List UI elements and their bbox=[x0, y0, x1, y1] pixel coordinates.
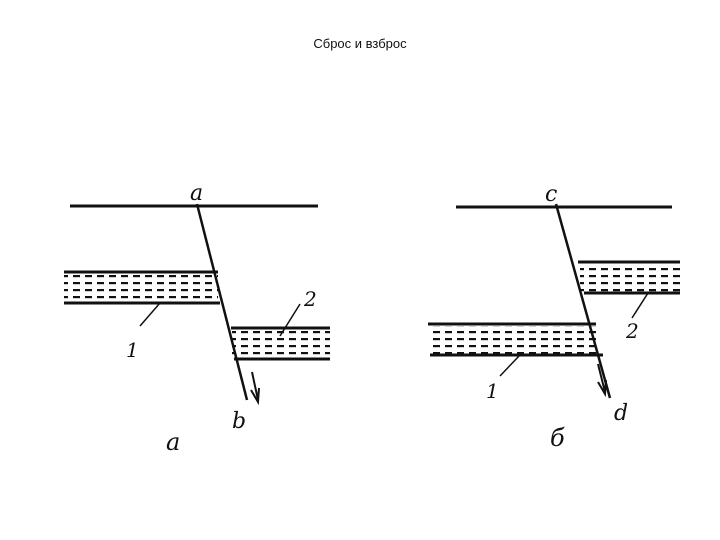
panel-b-layer-2-label: 2 bbox=[625, 319, 639, 343]
panel-a-bottom-label: b bbox=[232, 409, 246, 434]
panel-a-fault-plane bbox=[195, 203, 249, 401]
panel-b-top-label: c bbox=[545, 182, 557, 207]
panel-b-movement-arrow bbox=[597, 363, 607, 398]
panel-a-movement-arrow bbox=[250, 371, 260, 406]
slide-title: Сброс и взброс bbox=[313, 36, 407, 51]
panel-b-reverse-fault: c d 1 2 б bbox=[428, 182, 680, 452]
panel-a-layer-2-leader bbox=[279, 303, 301, 337]
panel-b-bottom-label: d bbox=[614, 401, 628, 426]
panel-b-layer-1 bbox=[428, 322, 603, 357]
panel-a-normal-fault: a b 1 2 а bbox=[64, 181, 330, 456]
panel-b-layer-2-leader bbox=[631, 292, 649, 319]
panel-b-layer-1-leader bbox=[499, 354, 521, 377]
panel-a-top-label: a bbox=[190, 181, 203, 206]
panel-a-layer-2 bbox=[231, 326, 330, 361]
panel-a-layer-1-label: 1 bbox=[126, 338, 139, 362]
panel-a-caption: а bbox=[166, 428, 180, 456]
panel-b-layer-1-label: 1 bbox=[486, 379, 499, 403]
panel-b-caption: б bbox=[550, 424, 565, 452]
panel-a-layer-1-leader bbox=[139, 302, 161, 327]
panel-a-layer-2-label: 2 bbox=[303, 287, 317, 311]
panel-b-fault-plane bbox=[554, 203, 612, 399]
panel-a-layer-1 bbox=[64, 270, 220, 305]
panel-b-layer-2 bbox=[578, 260, 680, 295]
